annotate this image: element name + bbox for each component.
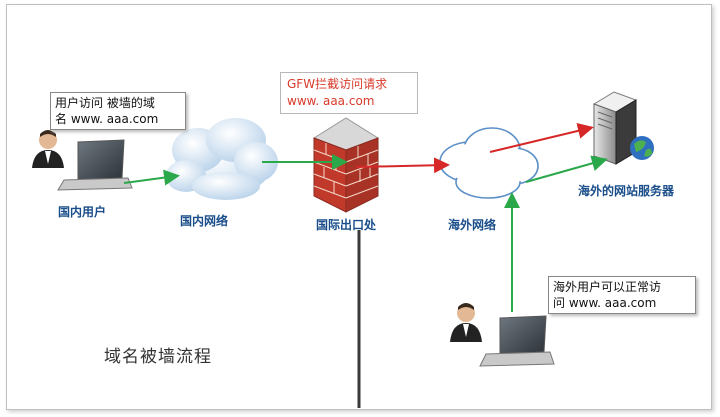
domestic-laptop-icon — [57, 139, 133, 191]
overseas-laptop-icon — [479, 315, 555, 367]
firewall-callout: GFW拦截访问请求 www. aaa.com — [280, 72, 418, 114]
overseas-cloud-icon — [439, 127, 539, 199]
firewall-icon — [312, 117, 380, 213]
arrow-user-to-domestic-network — [123, 169, 180, 186]
label-overseas-network: 海外网络 — [448, 218, 497, 232]
domestic-cloud-icon — [166, 118, 278, 200]
label-intl-exit: 国际出口处 — [316, 218, 377, 232]
globe-icon — [630, 136, 654, 160]
firewall-callout-line2: www. aaa.com — [287, 94, 375, 108]
arrow-blocked-request — [355, 157, 450, 174]
domestic-user-icon — [32, 130, 64, 168]
diagram-title: 域名被墙流程 — [104, 347, 212, 367]
overseas-user-icon — [450, 303, 482, 342]
firewall-callout-line1: GFW拦截访问请求 — [287, 77, 388, 91]
overseas-user-callout: 海外用户可以正常访 问 www. aaa.com — [548, 276, 696, 314]
domestic-user-callout: 用户访问 被墙的域 名 www. aaa.com — [50, 92, 186, 130]
label-overseas-server: 海外的网站服务器 — [578, 184, 675, 198]
arrow-server-to-overseas — [489, 123, 594, 153]
overseas-callout-line2: 问 www. aaa.com — [553, 296, 657, 310]
arrow-overseas-to-server — [525, 155, 608, 183]
label-domestic-user: 国内用户 — [58, 205, 107, 219]
domestic-callout-line2: 名 www. aaa.com — [55, 112, 159, 126]
overseas-callout-line1: 海外用户可以正常访 — [553, 280, 662, 294]
server-icon — [592, 91, 638, 165]
domestic-callout-line1: 用户访问 被墙的域 — [55, 96, 155, 110]
label-domestic-network: 国内网络 — [180, 214, 229, 228]
